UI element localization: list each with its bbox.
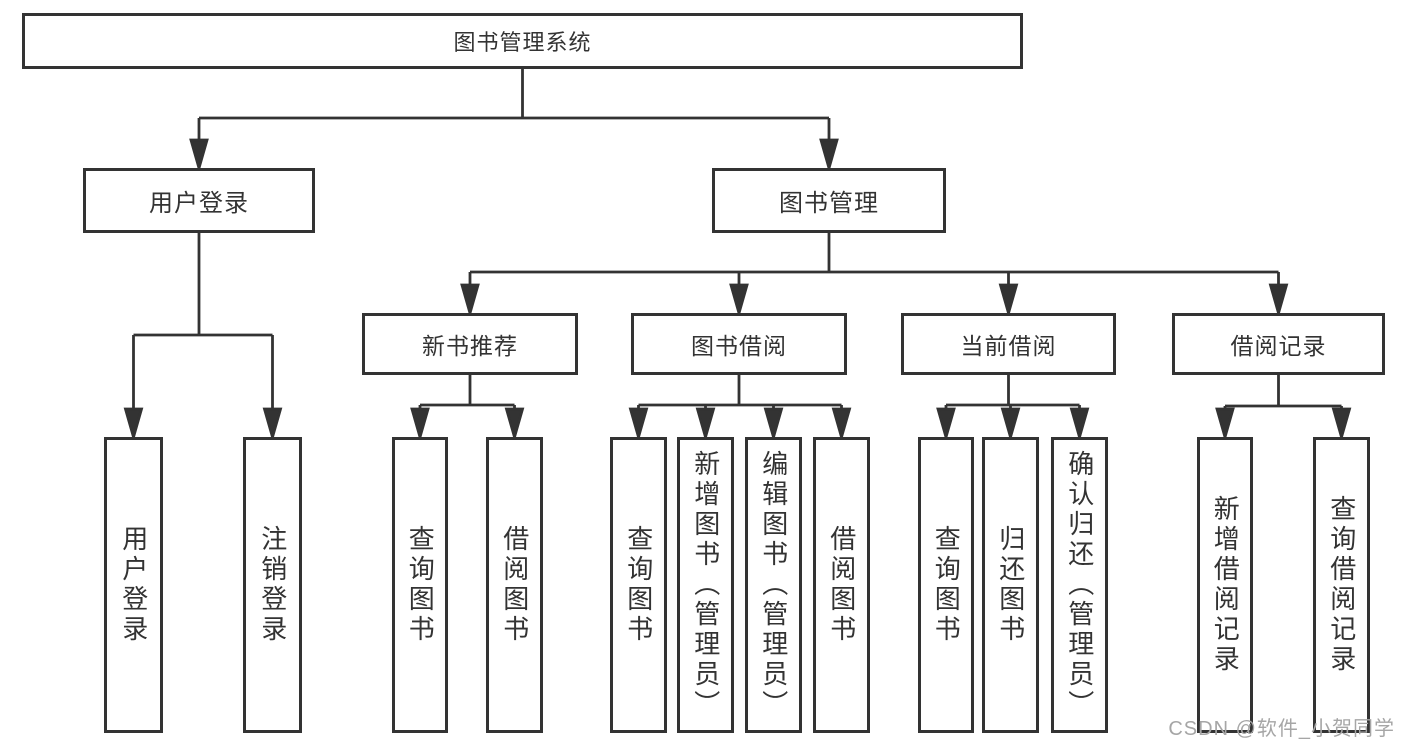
node-user-login-label: 用户登录 [149,190,249,217]
node-borrow-records-label: 借阅记录 [1230,333,1327,359]
connector-root [189,69,839,174]
leaf-current-return-books: 归还图书 [982,437,1039,733]
arrowhead-icon [628,407,649,443]
node-root: 图书管理系统 [22,13,1023,69]
node-book-management-label: 图书管理 [779,190,879,217]
arrowhead-icon [831,407,852,443]
leaf-user-login-label: 用户登录 [118,525,149,645]
node-root-label: 图书管理系统 [453,30,592,55]
leaf-logout: 注销登录 [243,437,302,733]
arrowhead-icon [1268,283,1289,319]
connector-book-borrow [628,375,852,443]
leaf-recommend-query-books: 查询图书 [392,437,448,733]
node-book-borrow: 图书借阅 [631,313,847,375]
connector-new-book-recommend [410,375,525,443]
connector-borrow-records [1215,375,1352,443]
node-new-book-recommend: 新书推荐 [362,313,578,375]
arrowhead-icon [763,407,784,443]
arrowhead-icon [998,283,1019,319]
node-user-login: 用户登录 [83,168,315,233]
leaf-current-query-books-label: 查询图书 [931,525,962,645]
arrowhead-icon [695,407,716,443]
arrowhead-icon [460,283,480,319]
arrowhead-icon [189,138,209,174]
leaf-current-query-books: 查询图书 [918,437,974,733]
leaf-logout-label: 注销登录 [257,525,288,645]
leaf-borrow-borrow-books: 借阅图书 [813,437,870,733]
csdn-watermark: CSDN @软件_小贺同学 [1168,718,1395,740]
node-book-borrow-label: 图书借阅 [691,333,787,359]
leaf-current-confirm-return-admin: 确认归还（管理员） [1051,437,1108,733]
leaf-current-confirm-return-admin-label: 确认归还（管理员） [1064,450,1095,720]
arrowhead-icon [729,283,749,319]
arrowhead-icon [123,407,144,443]
arrowhead-icon [262,407,283,443]
node-book-management: 图书管理 [712,168,946,233]
node-new-book-recommend-label: 新书推荐 [422,333,518,359]
arrowhead-icon [504,407,525,443]
leaf-recommend-borrow-books: 借阅图书 [486,437,543,733]
leaf-recommend-borrow-books-label: 借阅图书 [499,525,530,645]
leaf-borrow-edit-books-admin: 编辑图书（管理员） [745,437,802,733]
connector-current-borrow [936,375,1090,443]
leaf-borrow-query-books-label: 查询图书 [623,525,654,645]
arrowhead-icon [819,138,839,174]
arrowhead-icon [1000,407,1021,443]
arrowhead-icon [936,407,956,443]
leaf-borrow-query-books: 查询图书 [610,437,667,733]
connector-book-management [460,233,1289,319]
arrowhead-icon [1331,407,1352,443]
leaf-records-add-record: 新增借阅记录 [1197,437,1253,733]
leaf-borrow-add-books-admin: 新增图书（管理员） [677,437,734,733]
node-current-borrow-label: 当前借阅 [960,333,1057,359]
leaf-records-add-record-label: 新增借阅记录 [1210,495,1241,675]
node-borrow-records: 借阅记录 [1172,313,1385,375]
connector-user-login [123,233,283,443]
node-current-borrow: 当前借阅 [901,313,1116,375]
leaf-records-query-record-label: 查询借阅记录 [1326,495,1357,675]
leaf-borrow-edit-books-admin-label: 编辑图书（管理员） [758,450,789,720]
arrowhead-icon [1069,407,1090,443]
arrowhead-icon [410,407,430,443]
leaf-current-return-books-label: 归还图书 [995,525,1026,645]
leaf-records-query-record: 查询借阅记录 [1313,437,1370,733]
leaf-user-login: 用户登录 [104,437,163,733]
leaf-recommend-query-books-label: 查询图书 [405,525,436,645]
leaf-borrow-borrow-books-label: 借阅图书 [826,525,857,645]
arrowhead-icon [1215,407,1235,443]
leaf-borrow-add-books-admin-label: 新增图书（管理员） [690,450,721,720]
